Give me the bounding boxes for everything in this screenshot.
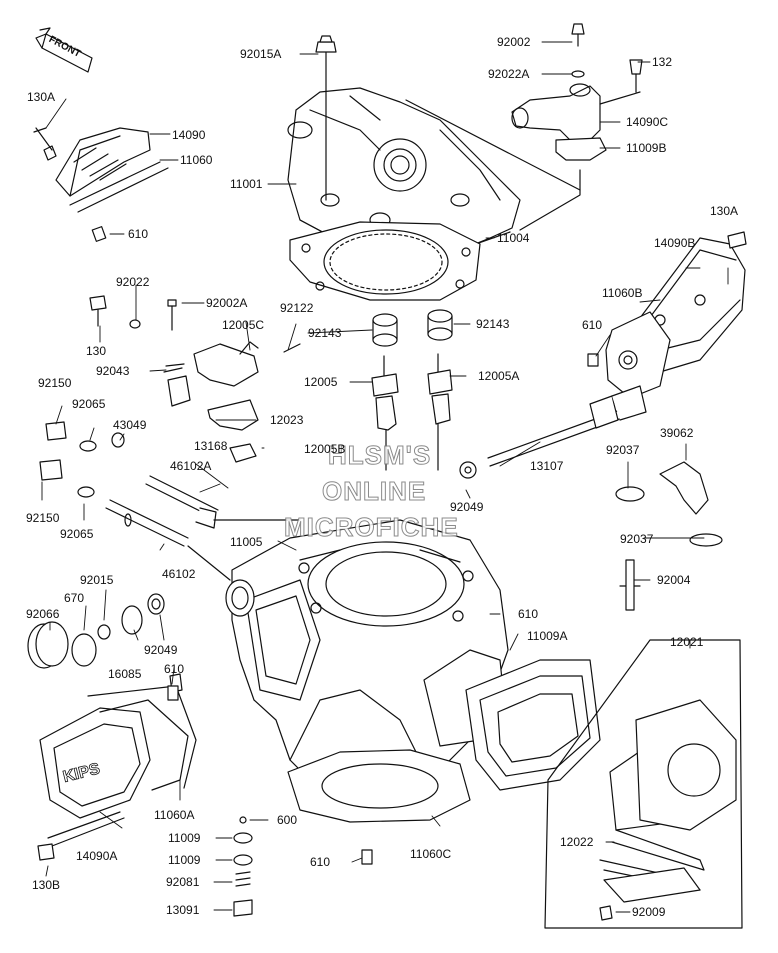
part-label-130: 130 <box>86 344 107 358</box>
part-label-11001: 11001 <box>230 177 263 191</box>
part-label-610-bottom-left: 610 <box>164 662 185 676</box>
part-label-12021: 12021 <box>670 635 704 649</box>
part-label-12005: 12005 <box>304 375 338 389</box>
part-label-92004: 92004 <box>657 573 691 587</box>
part-label-92081: 92081 <box>166 875 200 889</box>
part-label-11004: 11004 <box>497 231 530 245</box>
part-label-14090a: 14090A <box>76 849 118 863</box>
part-label-46102: 46102 <box>162 567 196 581</box>
watermark-line-2: ONLINE <box>321 476 427 507</box>
part-label-11009-second: 11009 <box>168 853 201 867</box>
front-arrow-icon <box>35 27 93 73</box>
part-label-132: 132 <box>652 55 673 69</box>
part-label-92150-bottom: 92150 <box>26 511 60 525</box>
part-label-130a-right: 130A <box>710 204 739 218</box>
hose-39062-part <box>615 461 723 611</box>
thermostat-housing-14090c-part <box>405 23 643 231</box>
part-label-16085: 16085 <box>108 667 142 681</box>
watermark-line-3: MICROFICHE <box>284 512 459 543</box>
part-label-92022: 92022 <box>116 275 150 289</box>
part-label-610-top-left: 610 <box>128 227 149 241</box>
part-label-92065-bottom: 92065 <box>60 527 94 541</box>
part-label-92150-top: 92150 <box>38 376 72 390</box>
part-label-14090c: 14090C <box>626 115 669 129</box>
part-label-92065-top: 92065 <box>72 397 106 411</box>
part-label-12005c: 12005C <box>222 318 265 332</box>
part-label-92037-bottom: 92037 <box>620 532 654 546</box>
part-label-12005b: 12005B <box>304 442 346 456</box>
part-label-12022: 12022 <box>560 835 594 849</box>
part-label-92066: 92066 <box>26 607 60 621</box>
power-valve-linkage-parts <box>39 295 301 498</box>
part-label-92043: 92043 <box>96 364 130 378</box>
part-label-11005: 11005 <box>230 535 263 549</box>
part-label-43049: 43049 <box>113 418 147 432</box>
part-label-11009-first: 11009 <box>168 831 201 845</box>
cylinder-head-11001-part <box>287 35 521 253</box>
part-label-92037-top: 92037 <box>606 443 640 457</box>
part-label-92143-left: 92143 <box>308 326 342 340</box>
head-gasket-11004-part <box>289 221 481 301</box>
cap-and-gear-parts <box>27 593 165 669</box>
part-label-14090b: 14090B <box>654 236 696 250</box>
part-label-610-center: 610 <box>518 607 539 621</box>
part-label-92049-left: 92049 <box>144 643 178 657</box>
part-label-11060: 11060 <box>180 153 213 167</box>
watermark-line-1: HLSM'S <box>327 440 432 471</box>
part-label-13091: 13091 <box>166 903 200 917</box>
part-label-92049-right: 92049 <box>450 500 484 514</box>
part-label-92002: 92002 <box>497 35 531 49</box>
base-gasket-11060c-part <box>287 749 471 865</box>
part-label-92015: 92015 <box>80 573 114 587</box>
part-label-92022a: 92022A <box>488 67 530 81</box>
part-label-670: 670 <box>64 591 85 605</box>
part-label-130b: 130B <box>32 878 61 892</box>
part-label-610-bottom: 610 <box>310 855 331 869</box>
part-label-92122: 92122 <box>280 301 314 315</box>
part-label-14090: 14090 <box>172 128 206 142</box>
part-label-610-middle: 610 <box>582 318 603 332</box>
part-label-13168: 13168 <box>194 439 228 453</box>
part-label-92015a: 92015A <box>240 47 282 61</box>
part-label-11060c: 11060C <box>410 847 452 861</box>
drive-shaft-13107-part <box>459 385 647 479</box>
part-label-12023: 12023 <box>270 413 304 427</box>
part-label-39062: 39062 <box>660 426 694 440</box>
part-label-13107: 13107 <box>530 459 564 473</box>
leader-lines <box>41 41 729 913</box>
part-label-11060b: 11060B <box>602 286 643 300</box>
reed-valve-assembly-12021 <box>544 639 743 929</box>
part-label-600: 600 <box>277 813 298 827</box>
exhaust-valve-parts <box>371 309 453 471</box>
part-label-11009b: 11009B <box>626 141 667 155</box>
valve-shafts-46102 <box>105 475 301 581</box>
drain-plug-parts <box>167 685 253 917</box>
part-label-12005a: 12005A <box>478 369 520 383</box>
part-label-11060a: 11060A <box>154 808 195 822</box>
gasket-11009a-part <box>465 659 601 791</box>
exhaust-cover-14090b-part <box>587 231 747 399</box>
part-label-130a-top-left: 130A <box>27 90 56 104</box>
part-label-46102a: 46102A <box>170 459 212 473</box>
cover-14090-part <box>33 127 169 242</box>
part-label-92143-right: 92143 <box>476 317 510 331</box>
part-label-11009a: 11009A <box>527 629 568 643</box>
part-label-92002a: 92002A <box>206 296 248 310</box>
part-label-92009: 92009 <box>632 905 666 919</box>
